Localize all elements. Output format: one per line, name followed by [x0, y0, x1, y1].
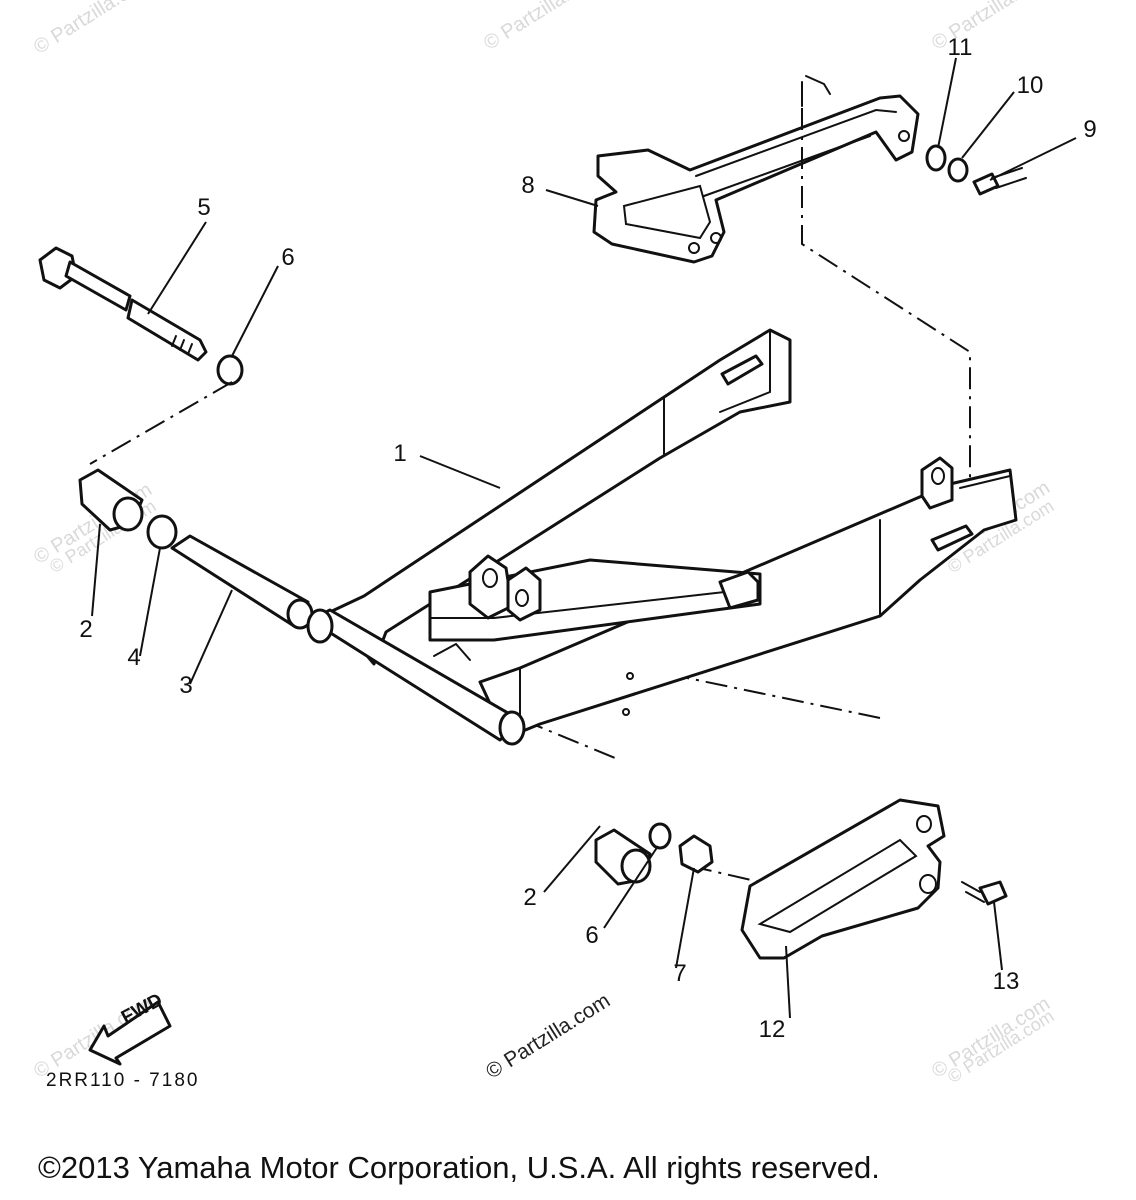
callout-11: 11 — [947, 34, 973, 61]
washer-part-10 — [947, 157, 969, 183]
callout-13: 13 — [992, 968, 1020, 995]
washer-part-6-lower — [648, 822, 672, 850]
fwd-arrow-icon — [88, 1000, 172, 1066]
bushing-part-2-left — [78, 468, 144, 532]
diagram-code: 2RR110 - 7180 — [46, 1070, 200, 1091]
callout-8: 8 — [521, 172, 535, 199]
nut-part-7 — [678, 834, 714, 874]
chain-guide-part-8 — [592, 94, 920, 264]
leader-lines — [91, 57, 1077, 1019]
bolt-part-9 — [972, 167, 1027, 196]
callout-7: 7 — [673, 960, 687, 987]
callout-2-lower: 2 — [523, 884, 537, 911]
callout-10: 10 — [1016, 72, 1044, 99]
bushing-part-2-right — [594, 828, 652, 886]
callout-2-left: 2 — [79, 616, 93, 643]
chain-guide-part-12 — [740, 798, 946, 960]
callout-1: 1 — [393, 440, 407, 467]
bolt-part-13 — [961, 880, 1008, 906]
collar-part-3 — [170, 534, 314, 630]
callout-6-lower: 6 — [585, 922, 599, 949]
washer-part-6 — [216, 354, 244, 386]
copyright-notice: ©2013 Yamaha Motor Corporation, U.S.A. A… — [38, 1150, 880, 1185]
spring-washer-part-11 — [925, 144, 947, 172]
callout-12: 12 — [758, 1016, 786, 1043]
nut-part-4 — [146, 514, 178, 550]
callout-5: 5 — [197, 194, 211, 221]
swingarm-part-1 — [306, 328, 1018, 746]
callout-9: 9 — [1083, 116, 1097, 143]
callout-3: 3 — [179, 672, 193, 699]
pivot-bolt-part-5 — [38, 246, 208, 362]
callout-6-upper: 6 — [281, 244, 295, 271]
callout-4: 4 — [127, 644, 141, 671]
